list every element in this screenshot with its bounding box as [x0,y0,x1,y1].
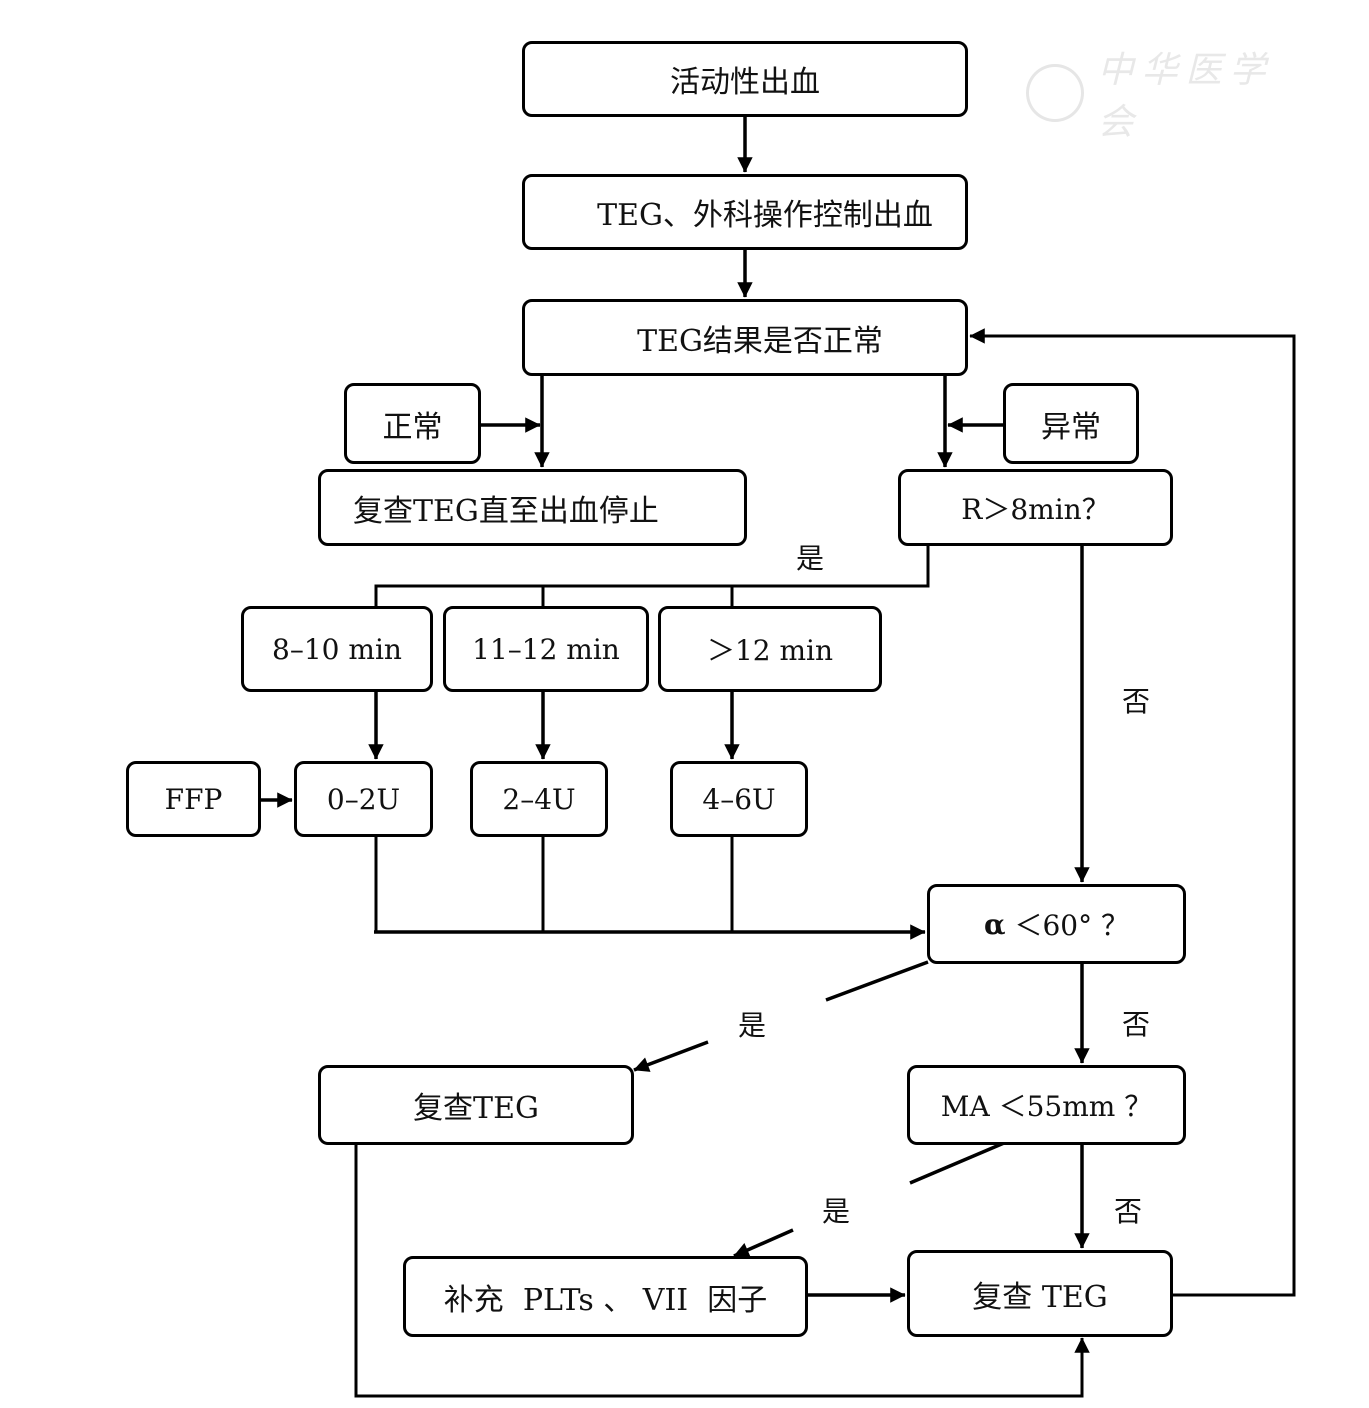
node-recheck-teg-left: 复查TEG [318,1065,634,1145]
node-r-gt-8min: R＞8min？ [898,469,1173,546]
node-recheck-teg-right: 复查 TEG [907,1250,1173,1337]
label-ma-no: 否 [1114,1195,1143,1228]
label-ma-yes: 是 [822,1195,851,1228]
line-alpha-yes-a [825,960,929,1002]
node-teg-surgical-control: TEG、外科操作控制出血 [522,174,968,250]
node-ma-lt-55mm: MA ＜55mm ？ [907,1065,1186,1145]
watermark: 中华医学会 [1026,50,1316,143]
node-label: MA ＜55mm ？ [940,1090,1153,1123]
node-label: 复查TEG [413,1091,539,1126]
node-recheck-until-stop: 复查TEG直至出血停止 [318,469,747,546]
node-label: 8–10 min [272,632,402,666]
node-label: TEG、外科操作控制出血 [597,198,933,233]
node-teg-result-normal-question: TEG结果是否正常 [522,299,968,376]
label-r-no: 否 [1122,685,1151,718]
node-active-bleeding: 活动性出血 [522,41,968,117]
label-alpha-yes: 是 [738,1009,767,1042]
node-label: 复查TEG直至出血停止 [353,493,659,529]
node-ffp-2-4u: 2–4U [470,761,608,837]
node-label: ＜60° ？ [1005,909,1129,942]
node-label: 异常 [1041,409,1101,445]
arrow-alpha-yes-b [633,1040,709,1072]
watermark-text: 中华医学会 [1097,50,1274,143]
node-label: FFP [164,782,223,816]
node-label: ＞12 min [706,634,834,667]
arrow-left-recheck-loop [354,1145,1090,1398]
arrow-recheck-loop-to-result [969,328,1296,1297]
node-label: 活动性出血 [670,65,820,100]
node-ffp-0-2u: 0–2U [294,761,433,837]
node-label: 2–4U [502,782,576,816]
node-ffp-4-6u: 4–6U [670,761,808,837]
node-r-11-12min: 11–12 min [443,606,649,692]
node-normal: 正常 [344,383,481,464]
label-r-yes: 是 [796,542,825,575]
node-label: 复查 TEG [972,1279,1108,1315]
society-emblem-icon [1026,64,1084,122]
node-label: 11–12 min [472,632,620,666]
arrow-ma-yes-b [733,1228,794,1258]
node-abnormal: 异常 [1003,383,1139,464]
node-r-gt-12min: ＞12 min [658,606,882,692]
node-label: TEG结果是否正常 [637,323,883,359]
node-r-8-10min: 8–10 min [241,606,433,692]
alpha-symbol: α [984,907,1006,941]
node-label: 4–6U [702,782,776,816]
line-ma-yes-a [909,1141,1005,1185]
node-label: 0–2U [326,782,401,816]
node-ffp: FFP [126,761,261,837]
node-label: R＞8min？ [961,492,1110,526]
node-label: 正常 [382,409,443,445]
node-supplement-plts-vii: 补充 PLTs 、 VII 因子 [403,1256,808,1337]
line-r-yes-split [374,545,930,606]
node-label: 补充 PLTs 、 VII 因子 [443,1282,768,1318]
label-alpha-no: 否 [1122,1008,1151,1041]
node-alpha-lt-60: α ＜60° ？ [927,884,1186,964]
